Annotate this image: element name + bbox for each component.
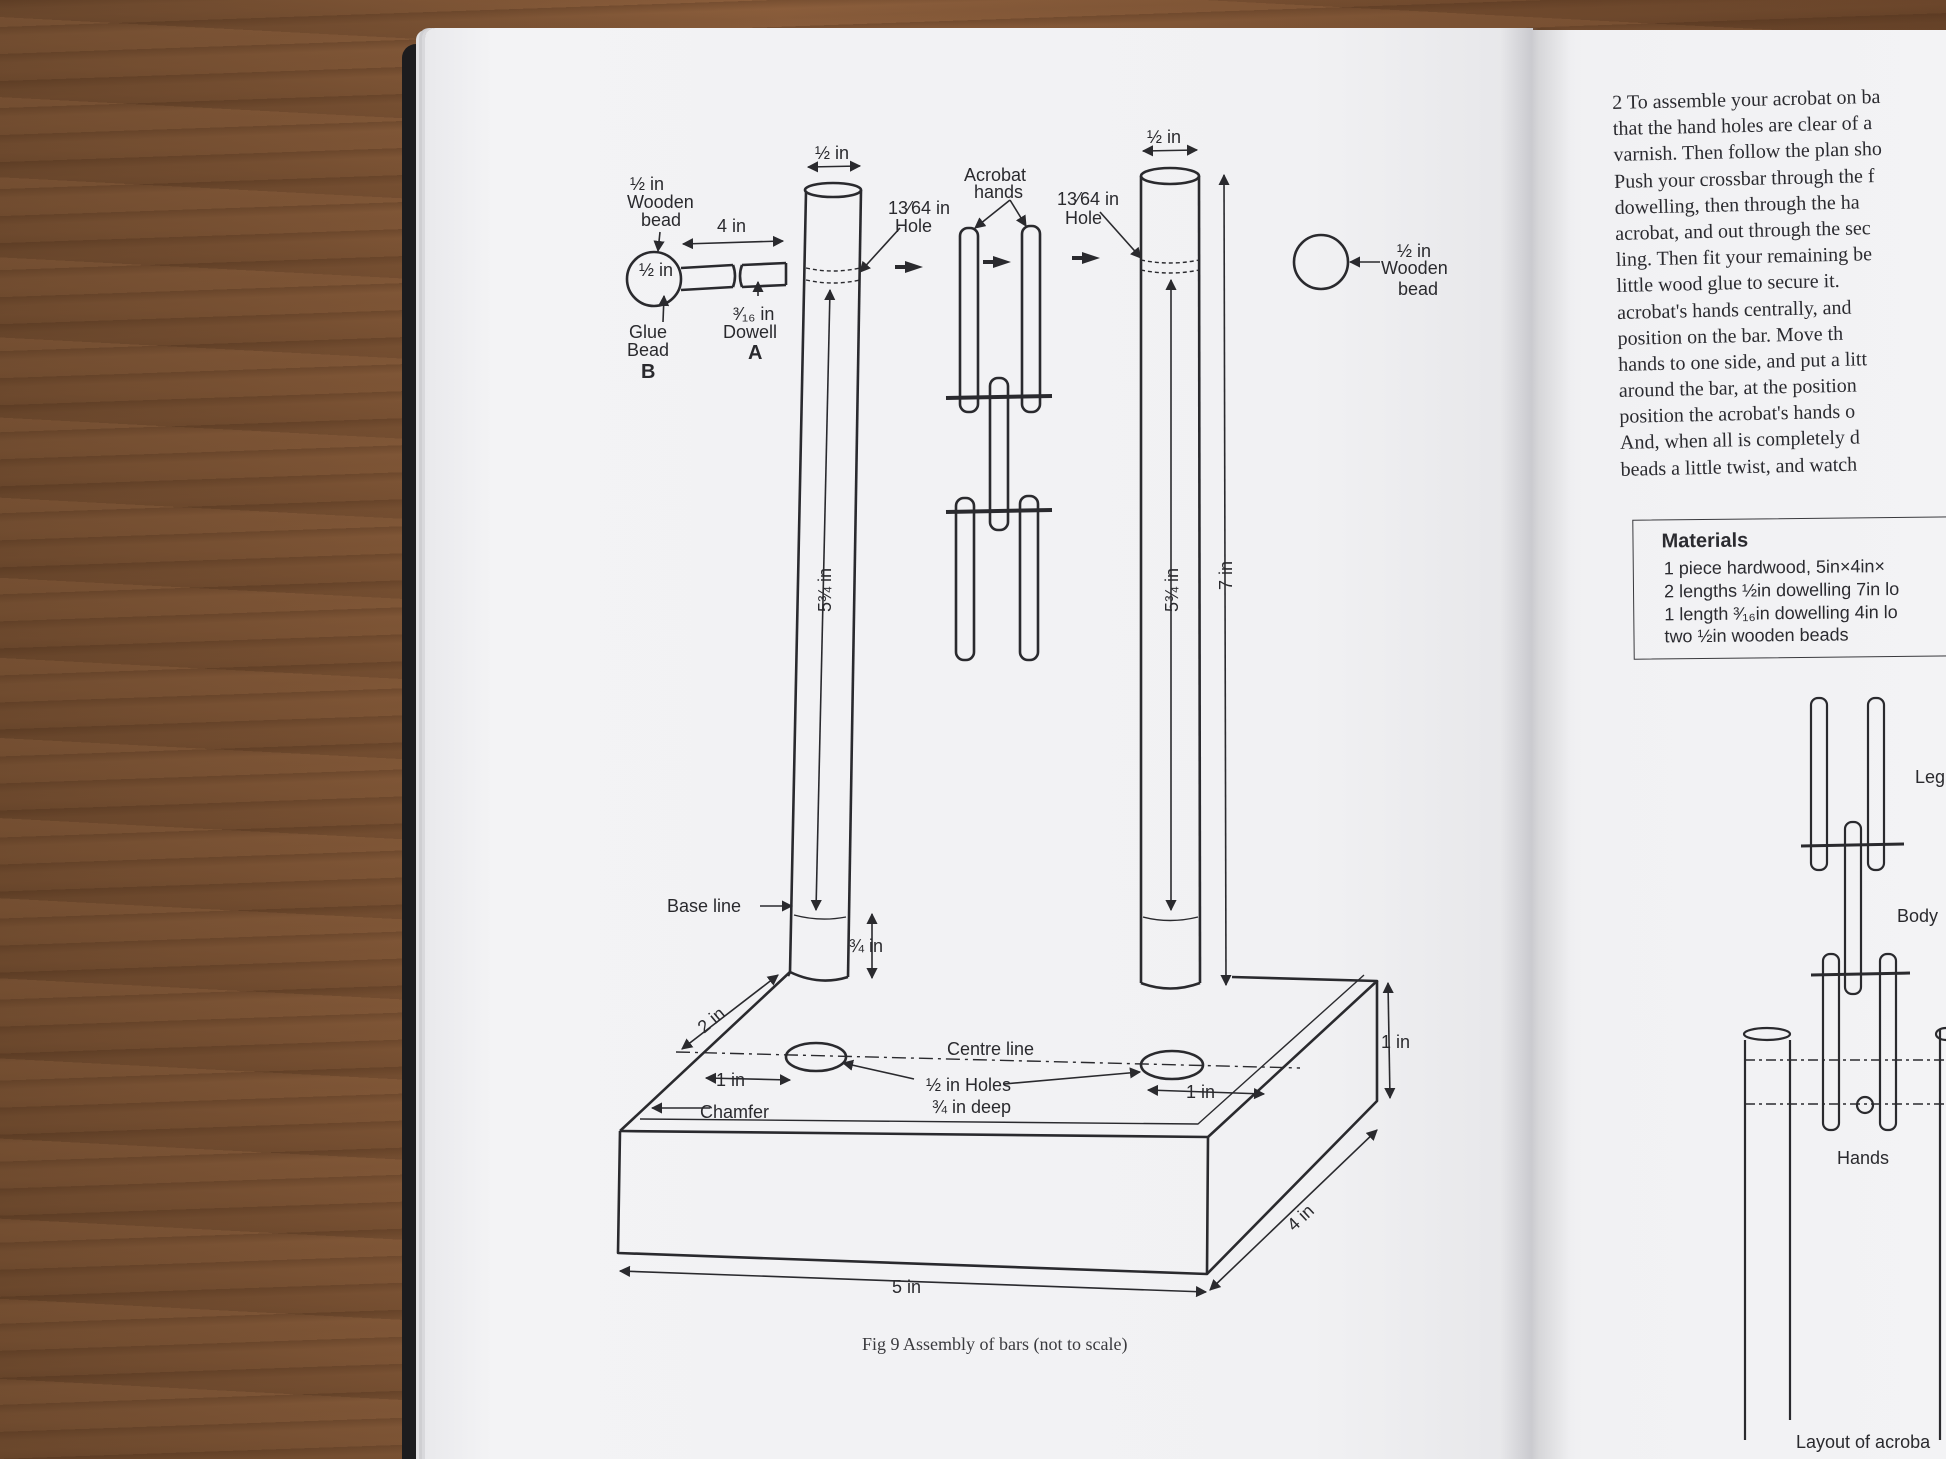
figure-labels: ½ in Wooden bead ½ in 4 in Glue Bead B ³…	[627, 127, 1448, 1297]
label-glue-bead: Bead	[627, 340, 669, 360]
label-bead-inner: ½ in	[639, 260, 673, 280]
label-offset-left: 1 in	[716, 1070, 745, 1090]
label-bead-right-wooden: Wooden	[1381, 258, 1448, 278]
label-layout: Layout of acroba	[1796, 1432, 1931, 1452]
label-height-1in: 1 in	[1381, 1032, 1410, 1052]
label-holes: ½ in Holes	[926, 1075, 1011, 1095]
figure-caption: Fig 9 Assembly of bars (not to scale)	[862, 1334, 1128, 1354]
label-dowel-size: ³⁄₁₆ in	[733, 304, 774, 324]
materials-item: 2 lengths ½in dowelling 7in lo	[1663, 578, 1900, 602]
dimension-lines	[618, 144, 1396, 1298]
label-glue: Glue	[629, 322, 667, 342]
right-bar	[1139, 166, 1202, 990]
label-acrobat: Acrobat	[964, 165, 1026, 185]
layout-sketch	[1742, 696, 1946, 1440]
label-holes-deep: ¾ in deep	[932, 1097, 1011, 1117]
label-hole-right: Hole	[1065, 208, 1102, 228]
label-bar-top-left: ½ in	[815, 143, 849, 163]
bead-and-dowel	[625, 250, 788, 308]
label-depth-4in: 4 in	[1283, 1200, 1318, 1234]
label-layout-hands: Hands	[1837, 1148, 1889, 1168]
label-legs: Leg	[1915, 767, 1945, 787]
leader-lines	[650, 199, 1380, 1114]
label-wooden: Wooden	[627, 192, 694, 212]
label-hole-left-size: 13⁄64 in	[888, 198, 950, 218]
label-chamfer: Chamfer	[700, 1102, 769, 1122]
base-block	[616, 971, 1379, 1276]
label-letter-b: B	[641, 361, 655, 383]
centre-line	[675, 1051, 1301, 1069]
label-bead-right-bead: bead	[1398, 279, 1438, 299]
materials-item: 1 length ³⁄₁₆in dowelling 4in lo	[1664, 601, 1898, 625]
label-offset-right: 1 in	[1186, 1082, 1215, 1102]
label-bead-size: ½ in	[630, 174, 664, 194]
acrobat-figure	[945, 224, 1053, 662]
label-letter-a: A	[748, 342, 762, 364]
label-width-5in: 5 in	[892, 1277, 921, 1297]
right-wooden-bead	[1292, 233, 1350, 291]
left-hole	[784, 1041, 848, 1073]
materials-item: two ½in wooden beads	[1664, 624, 1849, 647]
label-bar-top-right: ½ in	[1147, 127, 1181, 147]
label-hole-right-size: 13⁄64 in	[1057, 189, 1119, 209]
label-bead-right-size: ½ in	[1397, 241, 1431, 261]
label-bar-right-length: 5¾ in	[1162, 568, 1182, 612]
label-bead: bead	[641, 210, 681, 230]
book-gutter	[1500, 28, 1570, 1459]
label-hole-left: Hole	[895, 216, 932, 236]
layout-labels: Leg Body Hands Layout of acroba	[1796, 767, 1945, 1452]
label-centre-line: Centre line	[947, 1039, 1034, 1059]
assembly-arrows	[895, 252, 1100, 273]
label-body: Body	[1897, 906, 1938, 926]
left-bar	[788, 181, 863, 982]
label-base-line: Base line	[667, 896, 741, 916]
materials-title: Materials	[1661, 529, 1749, 553]
label-dowell: Dowell	[723, 322, 777, 342]
materials-box: Materials 1 piece hardwood, 5in×4in× 2 l…	[1632, 516, 1946, 660]
label-dowel-length: 4 in	[717, 216, 746, 236]
right-hole	[1139, 1049, 1205, 1081]
label-total-height: 7 in	[1216, 561, 1236, 590]
label-hands: hands	[974, 182, 1023, 202]
label-bar-left-length: 5¾ in	[815, 568, 835, 612]
label-depth: ¾ in	[849, 936, 883, 956]
right-page	[1533, 30, 1946, 1459]
label-width-2in: 2 in	[694, 1003, 729, 1037]
materials-item: 1 piece hardwood, 5in×4in×	[1663, 556, 1886, 579]
instructions-text: 2 To assemble your acrobat on ba that th…	[1612, 82, 1946, 482]
